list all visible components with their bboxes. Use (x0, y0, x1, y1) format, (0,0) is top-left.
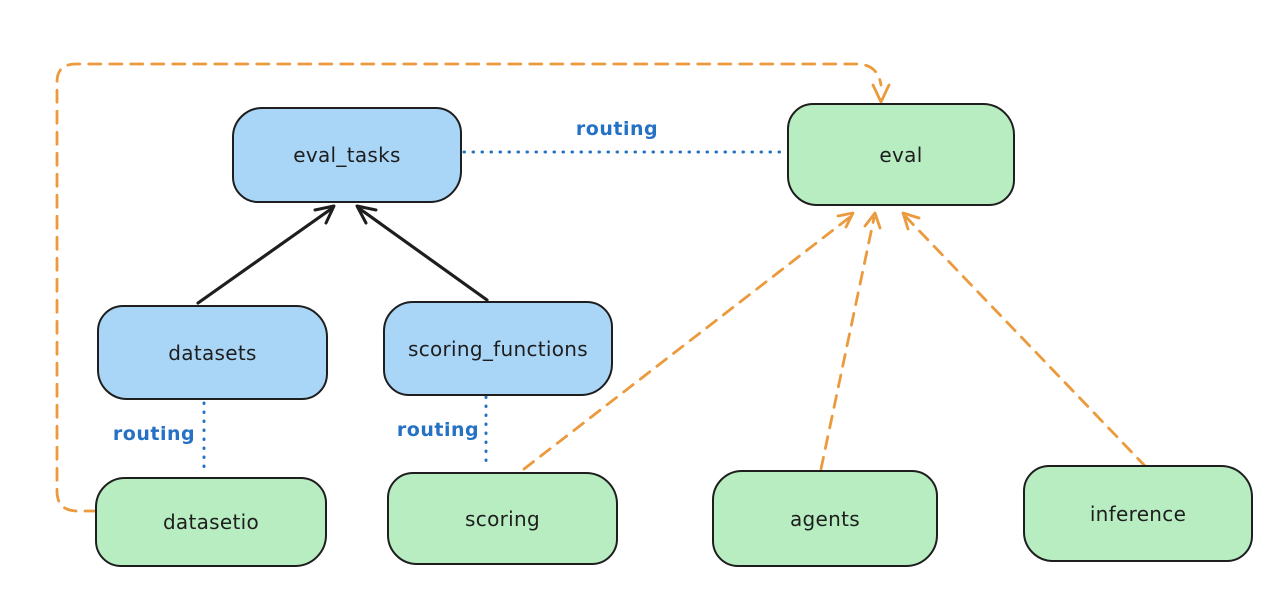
node-eval-tasks-label: eval_tasks (293, 143, 401, 167)
edge-scoring-functions-to-eval-tasks (355, 204, 489, 302)
node-agents-label: agents (790, 506, 860, 531)
node-eval-label: eval (879, 142, 923, 167)
node-datasets-label: datasets (168, 340, 257, 365)
edge-label-routing-scoring: routing (396, 419, 480, 441)
edge-inference-to-eval (901, 211, 1148, 469)
edge-scoring-to-eval (522, 211, 855, 471)
node-datasetio-label: datasetio (162, 510, 260, 534)
node-eval-tasks: eval_tasks (232, 107, 462, 203)
node-inference: inference (1023, 465, 1253, 562)
node-scoring-functions: scoring_functions (383, 301, 613, 396)
node-scoring: scoring (387, 472, 618, 565)
node-eval: eval (787, 103, 1015, 206)
node-inference-label: inference (1089, 501, 1187, 526)
node-datasets: datasets (97, 305, 328, 400)
node-agents: agents (712, 470, 938, 567)
edge-label-routing-datasets: routing (112, 423, 196, 445)
edge-datasets-to-eval-tasks (196, 204, 336, 305)
node-scoring-label: scoring (465, 506, 540, 531)
edge-agents-to-eval (819, 211, 882, 471)
edge-datasetio-to-eval (55, 62, 891, 513)
edge-label-routing-top: routing (575, 118, 659, 140)
node-datasetio: datasetio (95, 477, 327, 567)
node-scoring-functions-label: scoring_functions (407, 336, 589, 361)
